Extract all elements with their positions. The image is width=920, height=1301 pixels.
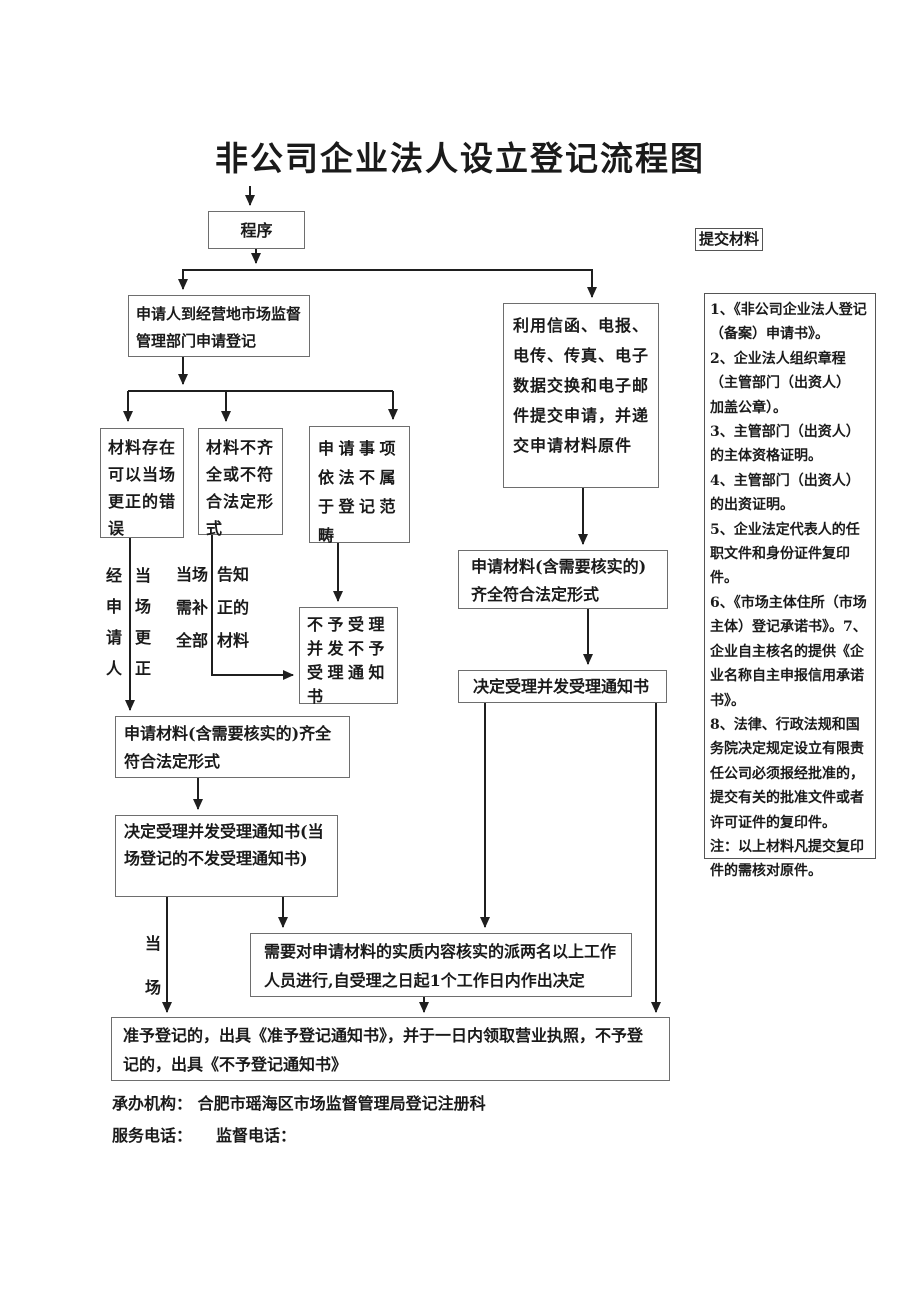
phones-line: 服务电话： 监督电话： (112, 1126, 297, 1145)
node-materials-ok-right: 申请材料(含需要核实的)齐全符合法定形式 (458, 550, 668, 609)
node-result: 准予登记的，出具《准予登记通知书》，并于一日内领取营业执照，不予登记的，出具《不… (111, 1017, 670, 1081)
node-correctable-error: 材料存在可以当场更正的错误 (100, 428, 184, 538)
edge-label-supplement-all: 当场需补全部 (175, 565, 208, 650)
node-not-registrable: 申请事项依法不属于登记范畴 (309, 426, 410, 545)
organizer-line: 承办机构： 合肥市瑶海区市场监督管理局登记注册科 (112, 1094, 486, 1113)
sidebar-item: 6、《市场主体住所（市场主体）登记承诺书》。7、企业自主核名的提供《企业名称自主… (710, 594, 867, 709)
materials-list: 1、《非公司企业法人登记（备案）申请书》。 2、企业法人组织章程（主管部门（出资人… (704, 293, 876, 879)
node-remote-submit: 利用信函、电报、电传、传真、电子数据交换和电子邮件提交申请，并递交申请材料原件 (503, 303, 659, 488)
node-accept-left: 决定受理并发受理通知书(当场登记的不发受理通知书) (115, 815, 338, 897)
node-apply-desk: 申请人到经营地市场监督管理部门申请登记 (128, 295, 310, 357)
node-verify: 需要对申请材料的实质内容核实的派两名以上工作人员进行,自受理之日起1个工作日内作… (250, 933, 632, 997)
page-title: 非公司企业法人设立登记流程图 (215, 139, 705, 178)
sidebar-item: 5、企业法定代表人的任职文件和身份证件复印件。 (710, 521, 860, 587)
node-reject-notice: 不予受理并发不予受理通知书 (299, 607, 398, 706)
edge-label-via-applicant: 经申请人 (105, 566, 122, 678)
sidebar-item: 4、主管部门（出资人）的出资证明。 (710, 472, 860, 514)
node-materials-ok-left: 申请材料(含需要核实的)齐全符合法定形式 (115, 716, 350, 778)
node-accept-right: 决定受理并发受理通知书 (458, 670, 667, 703)
sidebar-item: 1、《非公司企业法人登记（备案）申请书》。 (710, 302, 867, 343)
sidebar-item: 注：以上材料凡提交复印件的需核对原件。 (710, 838, 864, 880)
sidebar-item: 3、主管部门（出资人）的主体资格证明。 (710, 424, 860, 465)
edge-label-correct-on-spot: 当场更正 (134, 566, 151, 678)
node-incomplete-materials: 材料不齐全或不符合法定形式 (198, 428, 283, 538)
sidebar-item: 8、法律、行政法规和国务院决定规定设立有限责任公司必须报经批准的，提交有关的批准… (710, 716, 864, 831)
sidebar-item: 2、企业法人组织章程（主管部门（出资人） 加盖公章）。 (710, 350, 850, 416)
edge-label-notify-materials: 告知正的材料 (216, 565, 249, 650)
submit-materials-tag: 提交材料 (695, 228, 764, 251)
edge-label-on-spot: 当场 (144, 934, 161, 997)
node-procedure: 程序 (208, 211, 305, 249)
